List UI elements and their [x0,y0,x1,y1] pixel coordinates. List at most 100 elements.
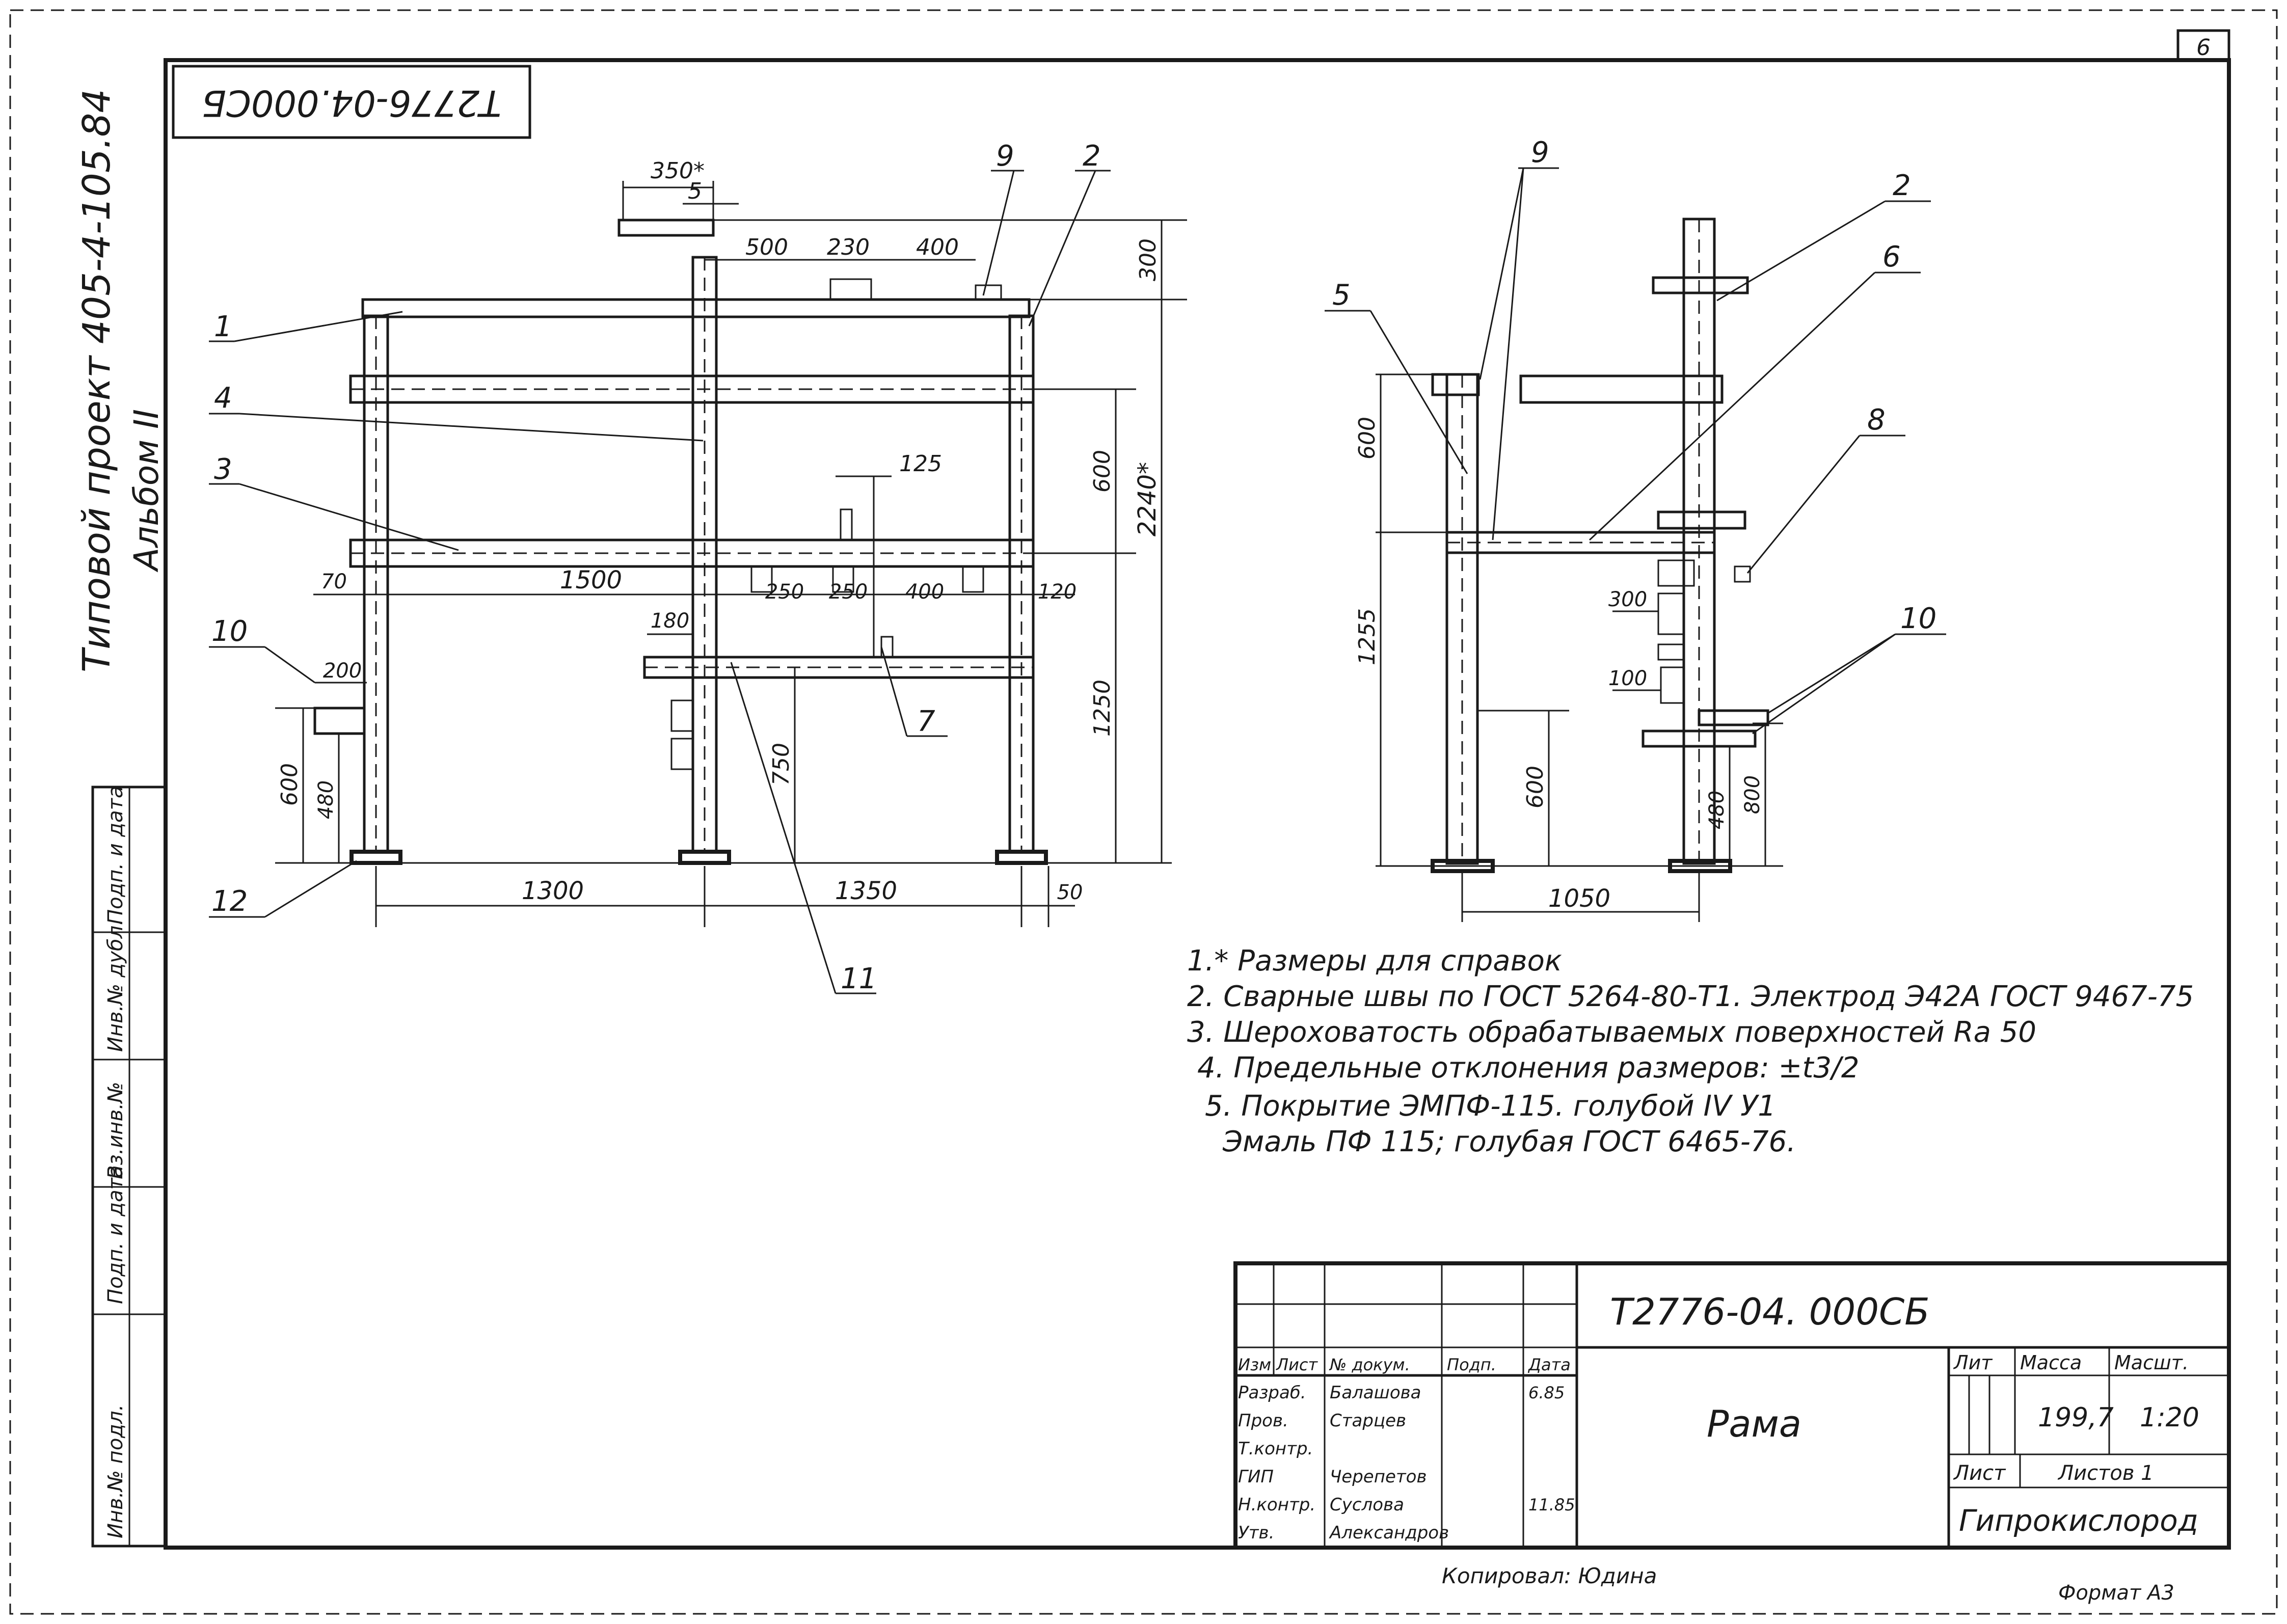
dim-250-b: 250 [829,580,868,604]
note-6: Эмаль ПФ 115; голубая ГОСТ 6465-76. [1222,1125,1796,1158]
dim-2240: 2240* [1133,462,1162,536]
tb-designation: Т2776-04. 000СБ [1610,1290,1930,1333]
top-bracket [617,219,715,237]
side-dim-1050: 1050 [1548,884,1610,913]
side-dim-480: 480 [1705,791,1729,829]
note-2: 2. Сварные швы по ГОСТ 5264-80-Т1. Элект… [1187,980,2194,1013]
lower-lug-left [670,699,694,732]
beam-lug-6 [962,565,984,593]
side-stamp-cell-2: Подп. и дата [104,1166,127,1304]
side-bracket-6 [1660,666,1685,704]
tb-person-4: Черепетов [1330,1467,1427,1487]
tb-role-6: Утв. [1238,1523,1274,1543]
side-column-right [1682,218,1716,865]
base-plate-right [995,850,1048,865]
stamp-code: Т2776-04.000СБ [202,82,501,124]
callout-11: 11 [841,962,877,995]
dim-120: 120 [1038,580,1077,604]
callout-6: 6 [1882,240,1901,274]
note-4: 4. Предельные отклонения размеров: ±t3/2 [1197,1051,1860,1085]
beam-lug-3 [840,508,853,541]
side-dim-100: 100 [1608,667,1647,690]
outer-trim-line [9,9,2278,1615]
project-title: Типовой проект 405-4-105.84 [75,89,119,672]
callout-9-side: 9 [1531,136,1549,169]
side-stamp-cell-1: Инв.№ подл. [104,1404,127,1538]
dim-480: 480 [314,780,338,819]
tb-scale-label: Масшт. [2114,1351,2189,1374]
front-dimensions: 350* 5 500 230 400 300 2240* 600 1250 12… [275,158,1187,927]
dim-750: 750 [768,743,794,786]
side-bracket-5 [1657,643,1685,661]
side-bracket-3 [1734,565,1751,583]
dim-50: 50 [1057,881,1083,904]
tb-person-6: Александров [1329,1523,1449,1543]
side-dim-300: 300 [1608,588,1647,611]
tb-scale: 1:20 [2140,1402,2199,1433]
tb-sheet-label: Лист [1953,1461,2006,1485]
callout-5: 5 [1332,279,1351,312]
side-stamp-cell-3: Вз.инв.№ [104,1082,127,1179]
dim-600-lower: 600 [277,763,303,806]
callout-8: 8 [1867,403,1886,437]
note-3: 3. Шероховатость обрабатываемых поверхно… [1187,1016,2036,1049]
dim-600-upper: 600 [1089,450,1115,493]
tb-h-doc: № докум. [1329,1355,1410,1374]
callout-4: 4 [214,382,232,415]
tb-h-sign: Подп. [1447,1355,1496,1374]
side-shelf [1642,729,1757,748]
footer-format: Формат А3 [2058,1581,2174,1605]
side-bracket-2 [1657,559,1695,587]
tb-mass-label: Масса [2020,1351,2082,1374]
callout-9-front: 9 [996,140,1014,173]
side-view [1431,218,1769,873]
tb-person-2: Старцев [1330,1411,1406,1431]
side-callouts: 5 9 2 6 8 10 [1325,136,1946,735]
callout-10-side: 10 [1900,602,1936,635]
tb-sheets-label: Листов 1 [2057,1461,2154,1485]
tb-lit-label: Лит [1953,1351,1993,1374]
tb-person-5: Суслова [1330,1495,1404,1515]
callout-2-front: 2 [1083,140,1101,173]
tb-mass: 199,7 [2038,1402,2114,1433]
side-bracket-4 [1657,592,1685,635]
side-dim-600-lower: 600 [1522,766,1548,808]
tb-role-1: Разраб. [1238,1383,1306,1403]
tb-org: Гипрокислород [1959,1503,2198,1538]
side-dimensions: 600 1255 300 100 600 480 800 1050 [1354,373,1783,922]
dim-400-top: 400 [916,234,959,260]
side-support-10 [1698,709,1769,726]
front-top-beam [361,298,1031,318]
dim-5: 5 [688,178,702,204]
dim-500: 500 [745,234,788,260]
front-callouts: 1 2 4 3 9 7 10 11 12 [209,140,1111,995]
tb-role-3: Т.контр. [1238,1439,1313,1459]
beam-lug-5 [832,565,854,593]
side-dim-800: 800 [1741,775,1764,814]
stamp-box [172,65,531,139]
side-upper-beam [1519,374,1724,404]
side-stamp: Инв.№ подл. Подп. и дата Вз.инв.№ Инв.№ … [91,786,167,1548]
beam-lug-4 [750,565,773,593]
callout-7: 7 [917,705,935,738]
dim-230: 230 [827,234,870,260]
side-cap-left [1431,373,1480,396]
tb-role-4: ГИП [1238,1467,1274,1487]
tb-role-5: Н.контр. [1238,1495,1315,1515]
title-block: Т2776-04. 000СБ Рама Изм Лист № докум. П… [1233,1261,2231,1550]
dim-1250: 1250 [1089,680,1115,737]
beam-lug-1 [829,278,872,301]
dim-300: 300 [1135,238,1161,281]
dim-250-a: 250 [765,580,804,604]
base-plate-left [349,850,402,865]
project-album: Альбом II [127,409,166,573]
project-title-group: Типовой проект 405-4-105.84 Альбом II [75,89,166,672]
technical-notes: 1.* Размеры для справок 2. Сварные швы п… [1187,944,2194,1158]
dim-350: 350* [651,158,705,184]
tb-role-2: Пров. [1238,1411,1288,1431]
callout-1: 1 [214,310,232,343]
left-shelf [313,707,366,735]
dim-400-mid: 400 [905,580,944,604]
beam-lug-2 [975,284,1002,301]
side-stamp-cell-4: Инв.№ дубл. [104,919,127,1052]
